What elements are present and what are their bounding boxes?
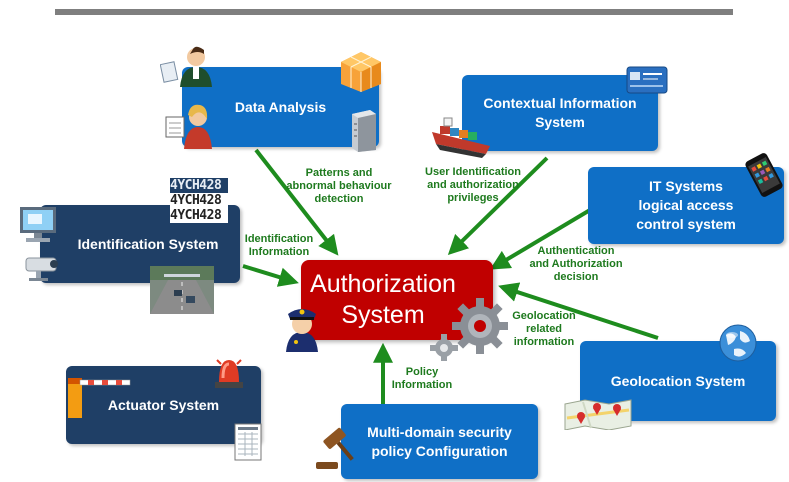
flow-label-authentication: Authentication and Authorization decisio…: [529, 245, 623, 283]
users-icon: [160, 46, 212, 149]
report-icon: [234, 423, 262, 461]
top-divider: [55, 9, 733, 15]
flow-label-user-identification: User Identification and authorization pr…: [425, 166, 521, 204]
flow-label-policy: Policy Information: [391, 366, 453, 391]
policy-configuration-box[interactable]: Multi-domain security policy Configurati…: [341, 404, 538, 479]
arrow-identification: [242, 264, 299, 287]
authorization-system-label: Authorization System: [310, 270, 456, 329]
identification-system-label: Identification System: [77, 235, 219, 252]
flow-label-patterns: Patterns and abnormal behaviour detectio…: [286, 167, 392, 205]
camera-icon: [25, 257, 58, 281]
gears-icon: [430, 298, 508, 361]
smartphone-icon: [745, 153, 783, 197]
contextual-information-box[interactable]: Contextual Information System: [462, 75, 658, 151]
flow-label-identification: Identification Information: [244, 233, 314, 258]
it-systems-box[interactable]: IT Systems logical access control system: [588, 167, 784, 244]
contextual-information-label: Contextual Information System: [483, 95, 637, 130]
barrier-icon: [68, 378, 131, 418]
geolocation-system-label: Geolocation System: [610, 372, 746, 389]
id-card-icon: [626, 66, 668, 94]
it-systems-label: IT Systems logical access control system: [636, 178, 736, 232]
police-officer-icon: [286, 309, 318, 352]
ship-icon: [432, 117, 490, 158]
license-plate-text: 4YCH428: [170, 208, 228, 223]
map-icon: [564, 399, 632, 430]
globe-icon: [719, 324, 757, 362]
road-camera-icon: [150, 266, 214, 314]
license-plate-icon: 4YCH428 4YCH428 4YCH428: [170, 178, 228, 223]
gavel-icon: [316, 427, 354, 469]
computer-icon: [20, 207, 56, 242]
cube-icon: [341, 52, 381, 92]
authorization-system-box[interactable]: Authorization System: [301, 260, 493, 340]
policy-configuration-label: Multi-domain security policy Configurati…: [367, 423, 512, 459]
license-plate-text: 4YCH428: [170, 178, 228, 193]
data-analysis-label: Data Analysis: [234, 98, 327, 115]
server-icon: [352, 110, 376, 152]
siren-icon: [215, 359, 243, 388]
actuator-system-label: Actuator System: [107, 396, 220, 413]
license-plate-text: 4YCH428: [170, 193, 228, 208]
flow-label-geolocation: Geolocation related information: [512, 310, 576, 348]
